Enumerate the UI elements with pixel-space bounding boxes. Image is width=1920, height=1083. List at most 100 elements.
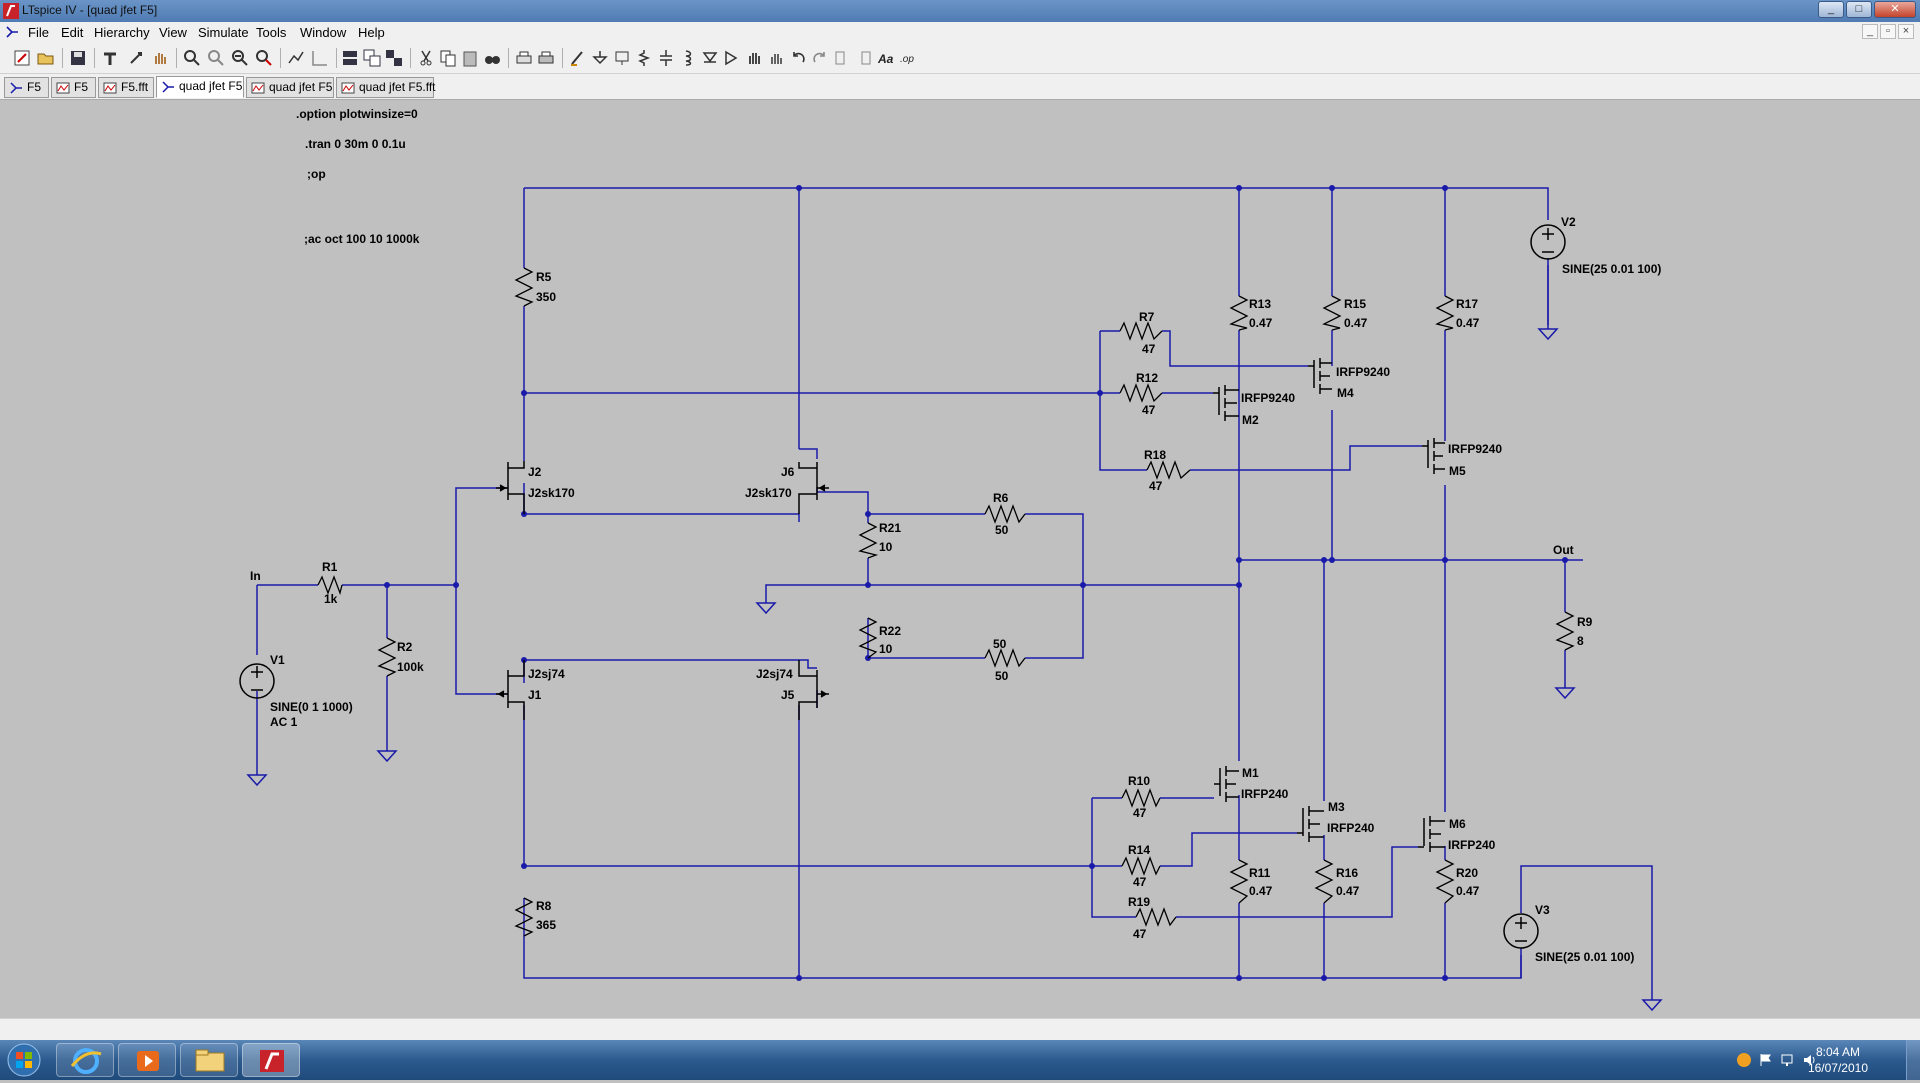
- jfet-j1[interactable]: [496, 660, 525, 720]
- taskbar-media-player[interactable]: [118, 1043, 176, 1077]
- taskbar-internet-explorer[interactable]: [56, 1043, 114, 1077]
- jfet-j2[interactable]: [496, 461, 525, 514]
- resistor-icon[interactable]: [634, 48, 654, 68]
- zoom-area-icon[interactable]: [182, 48, 202, 68]
- label-net-icon[interactable]: [612, 48, 632, 68]
- mirror-icon[interactable]: [854, 48, 874, 68]
- resistor-r15[interactable]: [1322, 295, 1342, 331]
- tab-quad-jfet-f5-waveform[interactable]: quad jfet F5: [246, 77, 334, 98]
- tab-quad-jfet-f5-schematic[interactable]: quad jfet F5: [156, 76, 244, 98]
- menu-window[interactable]: Window: [300, 25, 347, 40]
- show-desktop-button[interactable]: [1906, 1040, 1920, 1080]
- ground-icon[interactable]: [590, 48, 610, 68]
- menu-tools[interactable]: Tools: [256, 25, 287, 40]
- network-icon[interactable]: [1780, 1052, 1796, 1068]
- halt-icon[interactable]: [150, 48, 170, 68]
- maximize-button[interactable]: □: [1846, 1, 1872, 18]
- mosfet-m1[interactable]: [1214, 766, 1239, 802]
- resistor-r22[interactable]: [858, 617, 878, 659]
- diode-icon[interactable]: [700, 48, 720, 68]
- resistor-r16[interactable]: [1314, 859, 1334, 904]
- mosfet-m3[interactable]: [1297, 806, 1324, 842]
- save-icon[interactable]: [68, 48, 88, 68]
- minimize-button[interactable]: _: [1818, 1, 1844, 18]
- resistor-r20[interactable]: [1435, 859, 1455, 904]
- resistor-50[interactable]: [984, 648, 1026, 668]
- start-button-icon[interactable]: [4, 1042, 44, 1078]
- tab-f5-schematic[interactable]: F5: [4, 77, 49, 98]
- taskbar-ltspice[interactable]: [242, 1043, 300, 1077]
- mosfet-m5[interactable]: [1422, 438, 1445, 474]
- mdi-minimize-button[interactable]: _: [1862, 24, 1878, 39]
- mdi-restore-button[interactable]: ▫: [1880, 24, 1896, 39]
- cascade-icon[interactable]: [384, 48, 404, 68]
- drag-hand-icon[interactable]: [766, 48, 786, 68]
- resistor-r12[interactable]: [1119, 383, 1163, 403]
- text-icon[interactable]: Aa: [876, 48, 896, 68]
- volume-icon[interactable]: [1802, 1052, 1818, 1068]
- copy-icon[interactable]: [438, 48, 458, 68]
- voltage-source-v1[interactable]: [239, 663, 275, 699]
- voltage-source-v3[interactable]: [1503, 913, 1539, 949]
- resistor-r18[interactable]: [1146, 460, 1191, 480]
- tile-vertical-icon[interactable]: [362, 48, 382, 68]
- menu-hierarchy[interactable]: Hierarchy: [94, 25, 150, 40]
- mosfet-m2[interactable]: [1213, 385, 1239, 421]
- spice-directive-op[interactable]: ;op: [307, 167, 326, 181]
- find-icon[interactable]: [482, 48, 502, 68]
- undo-icon[interactable]: [788, 48, 808, 68]
- menu-view[interactable]: View: [159, 25, 187, 40]
- jfet-j5[interactable]: [798, 660, 829, 720]
- taskbar-clock[interactable]: 8:04 AM 16/07/2010: [1808, 1044, 1868, 1076]
- net-label-in[interactable]: In: [250, 569, 261, 583]
- tray-app-icon[interactable]: [1736, 1052, 1752, 1068]
- resistor-r9[interactable]: [1555, 611, 1575, 651]
- resistor-r17[interactable]: [1435, 295, 1455, 331]
- jfet-j6[interactable]: [798, 462, 829, 514]
- print-icon[interactable]: [514, 48, 534, 68]
- menu-help[interactable]: Help: [358, 25, 385, 40]
- action-center-flag-icon[interactable]: [1758, 1052, 1774, 1068]
- spice-directive-ac[interactable]: ;ac oct 100 10 1000k: [304, 232, 420, 246]
- tab-f5-fft[interactable]: F5.fft: [98, 77, 154, 98]
- resistor-r21[interactable]: [858, 522, 879, 559]
- resistor-r6[interactable]: [984, 504, 1026, 524]
- close-button[interactable]: ✕: [1874, 1, 1916, 18]
- paste-icon[interactable]: [460, 48, 480, 68]
- spice-directive-icon[interactable]: .op: [898, 48, 918, 68]
- spice-directive-tran[interactable]: .tran 0 30m 0 0.1u: [305, 137, 406, 151]
- run-icon[interactable]: [126, 48, 146, 68]
- menu-edit[interactable]: Edit: [61, 25, 84, 40]
- pan-icon[interactable]: [206, 48, 226, 68]
- net-label-out[interactable]: Out: [1553, 543, 1574, 557]
- resistor-r13[interactable]: [1229, 295, 1249, 331]
- menu-file[interactable]: File: [28, 25, 49, 40]
- resistor-r7[interactable]: [1119, 321, 1163, 341]
- resistor-r10[interactable]: [1121, 788, 1161, 808]
- cut-icon[interactable]: [416, 48, 436, 68]
- capacitor-icon[interactable]: [656, 48, 676, 68]
- zoom-fit-icon[interactable]: [254, 48, 274, 68]
- new-schematic-icon[interactable]: [12, 48, 32, 68]
- rotate-icon[interactable]: [832, 48, 852, 68]
- menu-simulate[interactable]: Simulate: [198, 25, 249, 40]
- mosfet-m4[interactable]: [1308, 358, 1332, 394]
- open-icon[interactable]: [36, 48, 56, 68]
- taskbar-explorer[interactable]: [180, 1043, 238, 1077]
- resistor-r1[interactable]: [317, 575, 343, 596]
- redo-icon[interactable]: [810, 48, 830, 68]
- mosfet-m6[interactable]: [1418, 816, 1445, 852]
- autorange-icon[interactable]: [286, 48, 306, 68]
- wire-icon[interactable]: [568, 48, 588, 68]
- schematic-canvas[interactable]: .option plotwinsize=0 .tran 0 30m 0 0.1u…: [2, 101, 1918, 1018]
- tab-quad-jfet-f5-fft[interactable]: quad jfet F5.fft: [336, 77, 436, 98]
- voltage-source-v2[interactable]: [1530, 224, 1566, 260]
- spice-directive-option[interactable]: .option plotwinsize=0: [296, 107, 418, 121]
- resistor-r14[interactable]: [1121, 856, 1161, 876]
- schematic-doc-icon[interactable]: [4, 24, 20, 40]
- control-panel-icon[interactable]: [100, 48, 120, 68]
- component-icon[interactable]: [722, 48, 742, 68]
- zoom-out-icon[interactable]: [230, 48, 250, 68]
- resistor-r5[interactable]: [514, 267, 534, 307]
- mdi-close-button[interactable]: ×: [1898, 24, 1914, 39]
